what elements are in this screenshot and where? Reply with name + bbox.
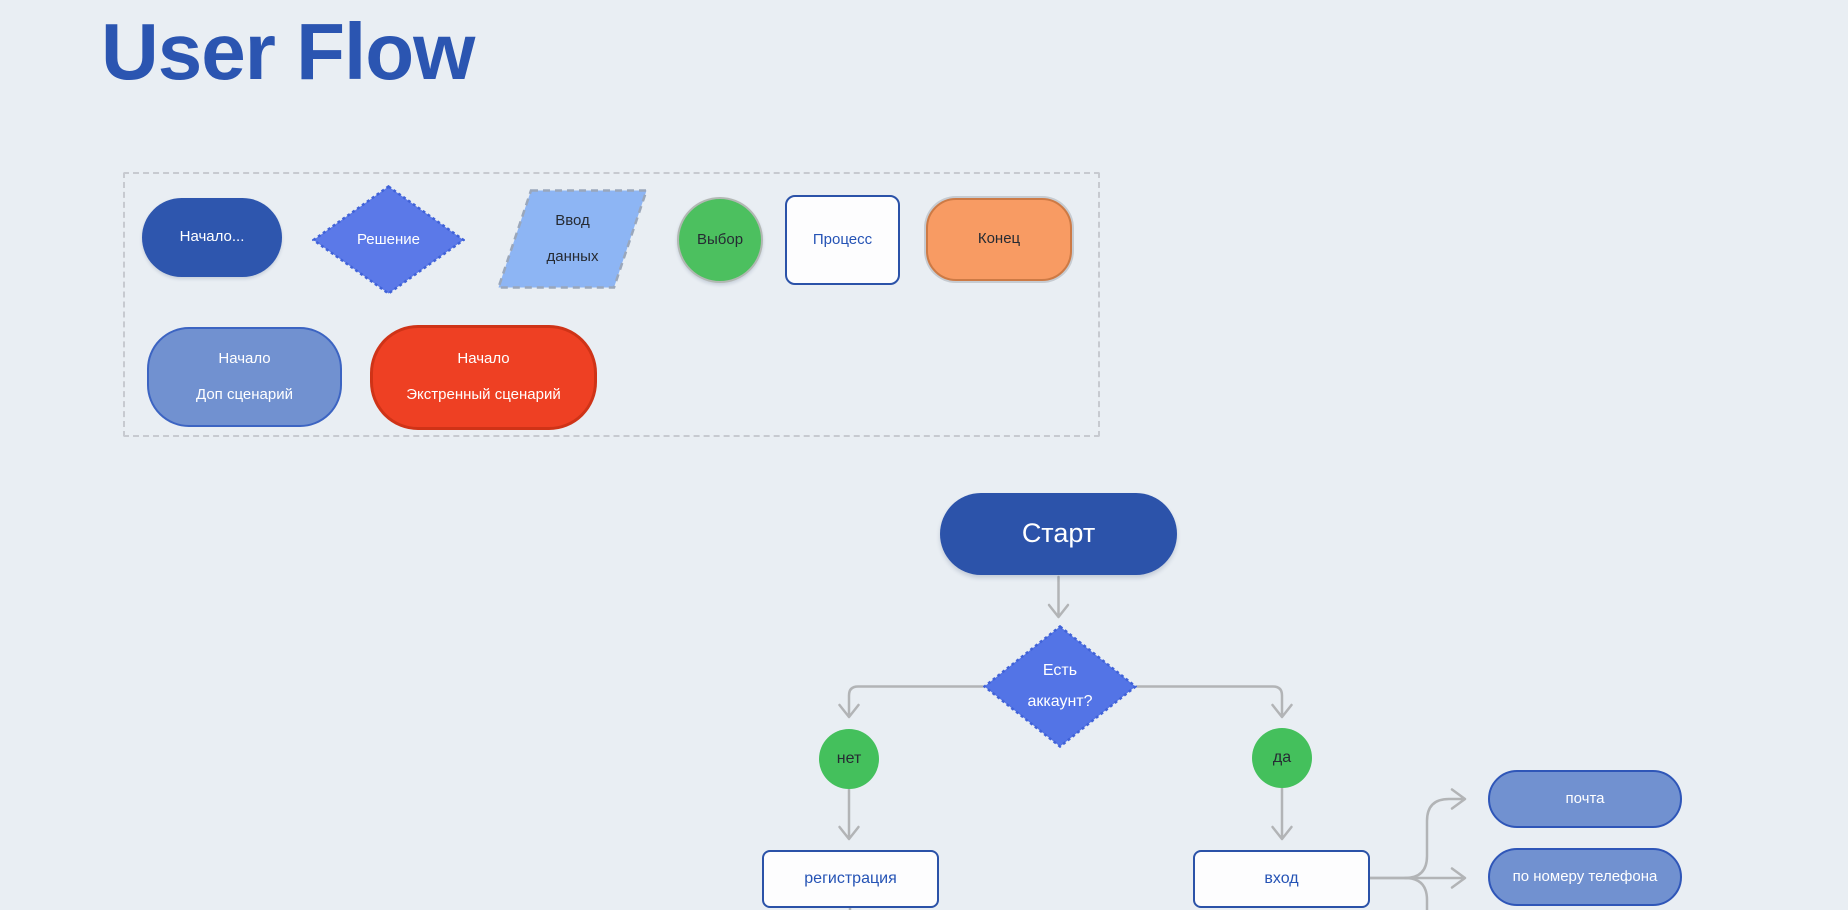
- legend-sub-start-line2: Доп сценарий: [196, 385, 293, 403]
- legend-data-input-line1: Ввод: [555, 211, 590, 229]
- legend-data-input-line2: данных: [546, 247, 599, 265]
- legend-decision-node[interactable]: Решение: [312, 185, 465, 295]
- connector-login-branch-down: [1403, 876, 1429, 910]
- diamond-shape-icon: [983, 625, 1137, 748]
- flow-yes-node[interactable]: да: [1252, 728, 1312, 788]
- flow-has-account-line1: Есть: [1042, 662, 1078, 680]
- legend-end-node[interactable]: Конец: [926, 198, 1072, 281]
- flow-email-label: почта: [1565, 789, 1605, 807]
- connector-decision-to-no: [838, 685, 985, 719]
- flow-registration-node[interactable]: регистрация: [762, 850, 939, 908]
- flow-has-account-node[interactable]: Есть аккаунт?: [983, 625, 1137, 748]
- legend-data-input-label: Ввод данных: [547, 212, 599, 267]
- connector-login-to-email: [1368, 788, 1467, 880]
- flow-no-node[interactable]: нет: [819, 729, 879, 789]
- flow-start-label: Старт: [1021, 518, 1096, 549]
- legend-process-label: Процесс: [812, 230, 873, 248]
- legend-end-label: Конец: [977, 230, 1021, 248]
- legend-start-node[interactable]: Начало...: [142, 198, 282, 277]
- page-title: User Flow: [101, 7, 475, 96]
- flow-phone-label: по номеру телефона: [1512, 867, 1658, 885]
- flow-login-node[interactable]: вход: [1193, 850, 1370, 908]
- legend-emergency-start-line2: Экстренный сценарий: [406, 386, 561, 403]
- legend-emergency-start-label: Начало Экстренный сценарий: [406, 350, 560, 405]
- legend-sub-start-label: Начало Доп сценарий: [196, 350, 293, 405]
- legend-decision-label: Решение: [356, 230, 421, 248]
- legend-data-input-node[interactable]: Ввод данных: [497, 189, 648, 289]
- flow-registration-label: регистрация: [804, 870, 897, 887]
- connector-no-to-registration: [838, 787, 860, 841]
- flow-yes-label: да: [1272, 749, 1292, 766]
- parallelogram-shape-icon: [497, 189, 648, 289]
- legend-emergency-start-node[interactable]: Начало Экстренный сценарий: [370, 325, 597, 430]
- legend-start-label: Начало...: [179, 228, 245, 246]
- diamond-shape-icon: [312, 185, 465, 295]
- flow-has-account-label: Есть аккаунт?: [1027, 656, 1092, 717]
- flow-phone-node[interactable]: по номеру телефона: [1488, 848, 1682, 906]
- flow-start-node[interactable]: Старт: [940, 493, 1177, 575]
- flow-email-node[interactable]: почта: [1488, 770, 1682, 828]
- legend-process-node[interactable]: Процесс: [785, 195, 900, 285]
- legend-emergency-start-line1: Начало: [457, 350, 510, 368]
- legend-sub-start-line1: Начало: [218, 349, 271, 367]
- connector-decision-to-yes: [1135, 685, 1293, 719]
- flow-login-label: вход: [1264, 870, 1299, 887]
- flow-has-account-line2: аккаунт?: [1027, 692, 1093, 710]
- connector-yes-to-login: [1271, 786, 1293, 841]
- legend-choice-node[interactable]: Выбор: [677, 197, 763, 283]
- legend-panel: [123, 172, 1100, 437]
- connector-start-to-decision: [1047, 575, 1070, 619]
- legend-choice-label: Выбор: [696, 230, 744, 248]
- flow-no-label: нет: [836, 750, 862, 767]
- legend-sub-start-node[interactable]: Начало Доп сценарий: [147, 327, 342, 427]
